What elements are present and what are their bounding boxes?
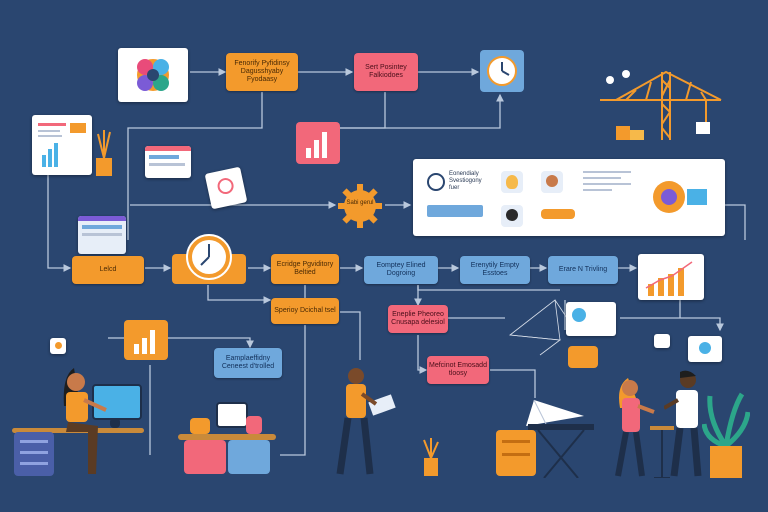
speech-bubble-icon (688, 336, 722, 362)
growth-chart-card (638, 254, 704, 300)
node-mid-blue-1[interactable]: Eomptey Elined Dogroing (364, 256, 438, 284)
node-left-orange[interactable]: Lelcd (72, 256, 144, 284)
avatar-icon (501, 205, 523, 227)
bar-chart-tile-2 (124, 320, 168, 360)
panel-heading: Eonendialy Svestiogony fuer (449, 171, 482, 191)
monitor-stand (110, 418, 120, 428)
clock-tile (480, 50, 524, 92)
gear-label: Sabi gerul (346, 200, 374, 206)
node-mid-blue-3[interactable]: Erare N Trivling (548, 256, 618, 284)
gear-icon (338, 184, 382, 228)
avatar-icon (541, 171, 563, 193)
side-table (650, 426, 674, 478)
node-mid-blue-2[interactable]: Erenytily Empty Esstoes (460, 256, 530, 284)
cups (246, 416, 262, 434)
bar-chart-tile (296, 122, 340, 164)
node-mid-orange-2[interactable]: Sperioy Dcichal tsel (271, 298, 339, 324)
node-low-pink-1[interactable]: Eneplie Pheoreo Cnusapa delesiol (388, 305, 448, 333)
bulb-icon (501, 171, 523, 193)
speech-bubble-icon (50, 338, 66, 354)
clock-icon (186, 234, 232, 280)
node-low-blue[interactable]: Eamplaeffidny Ceneest d'trolled (214, 348, 282, 378)
node-top-pink[interactable]: Sert Posintey Falkiodoes (354, 53, 418, 91)
speech-bubble-icon (654, 334, 670, 348)
person-woman (615, 378, 655, 477)
browser-card (145, 146, 191, 178)
speech-bubble-icon (566, 302, 616, 336)
easel-icon (528, 424, 594, 478)
paper-plane-icon (526, 399, 584, 426)
bar-chart-icon (306, 132, 327, 158)
crane-icon (600, 70, 722, 140)
desk-center (178, 434, 276, 440)
camera-icon (653, 181, 707, 213)
flower-logo-icon (137, 59, 169, 91)
person-man (664, 370, 702, 477)
report-icon (38, 123, 86, 167)
laptop-card (78, 216, 126, 254)
tilted-document (204, 166, 248, 210)
flower-logo-card (118, 48, 188, 102)
book-stack (190, 418, 210, 434)
plant-icon (702, 392, 750, 478)
speech-bubble-icon (568, 346, 598, 368)
cabinet-left (14, 432, 54, 476)
node-top-orange[interactable]: Fenorify Pyfidinsy Dagusshyaby Fyodaasy (226, 53, 298, 91)
bar-chart-icon (134, 330, 155, 354)
person-with-tablet (336, 368, 396, 475)
drawer-pink (184, 440, 226, 474)
panel-action-button[interactable] (541, 209, 575, 219)
person-at-desk (63, 368, 107, 474)
gauge-icon (427, 173, 445, 191)
cabinet-right (496, 430, 536, 476)
clock-icon (487, 56, 517, 86)
drawer-blue (228, 440, 270, 474)
node-mid-orange-1[interactable]: Ecridge Pgviditory Beltied (271, 254, 339, 284)
plant-icon (423, 438, 439, 476)
document-card (32, 115, 92, 175)
bar-chart-icon (645, 261, 693, 296)
monitor (216, 402, 248, 428)
node-low-pink-2[interactable]: Mefcinot Emosadd tloosy (427, 356, 489, 384)
dashboard-panel: Eonendialy Svestiogony fuer (413, 159, 725, 236)
panel-text-lines (583, 171, 631, 211)
plant-icon (96, 130, 112, 176)
panel-input-bar[interactable] (427, 205, 483, 217)
